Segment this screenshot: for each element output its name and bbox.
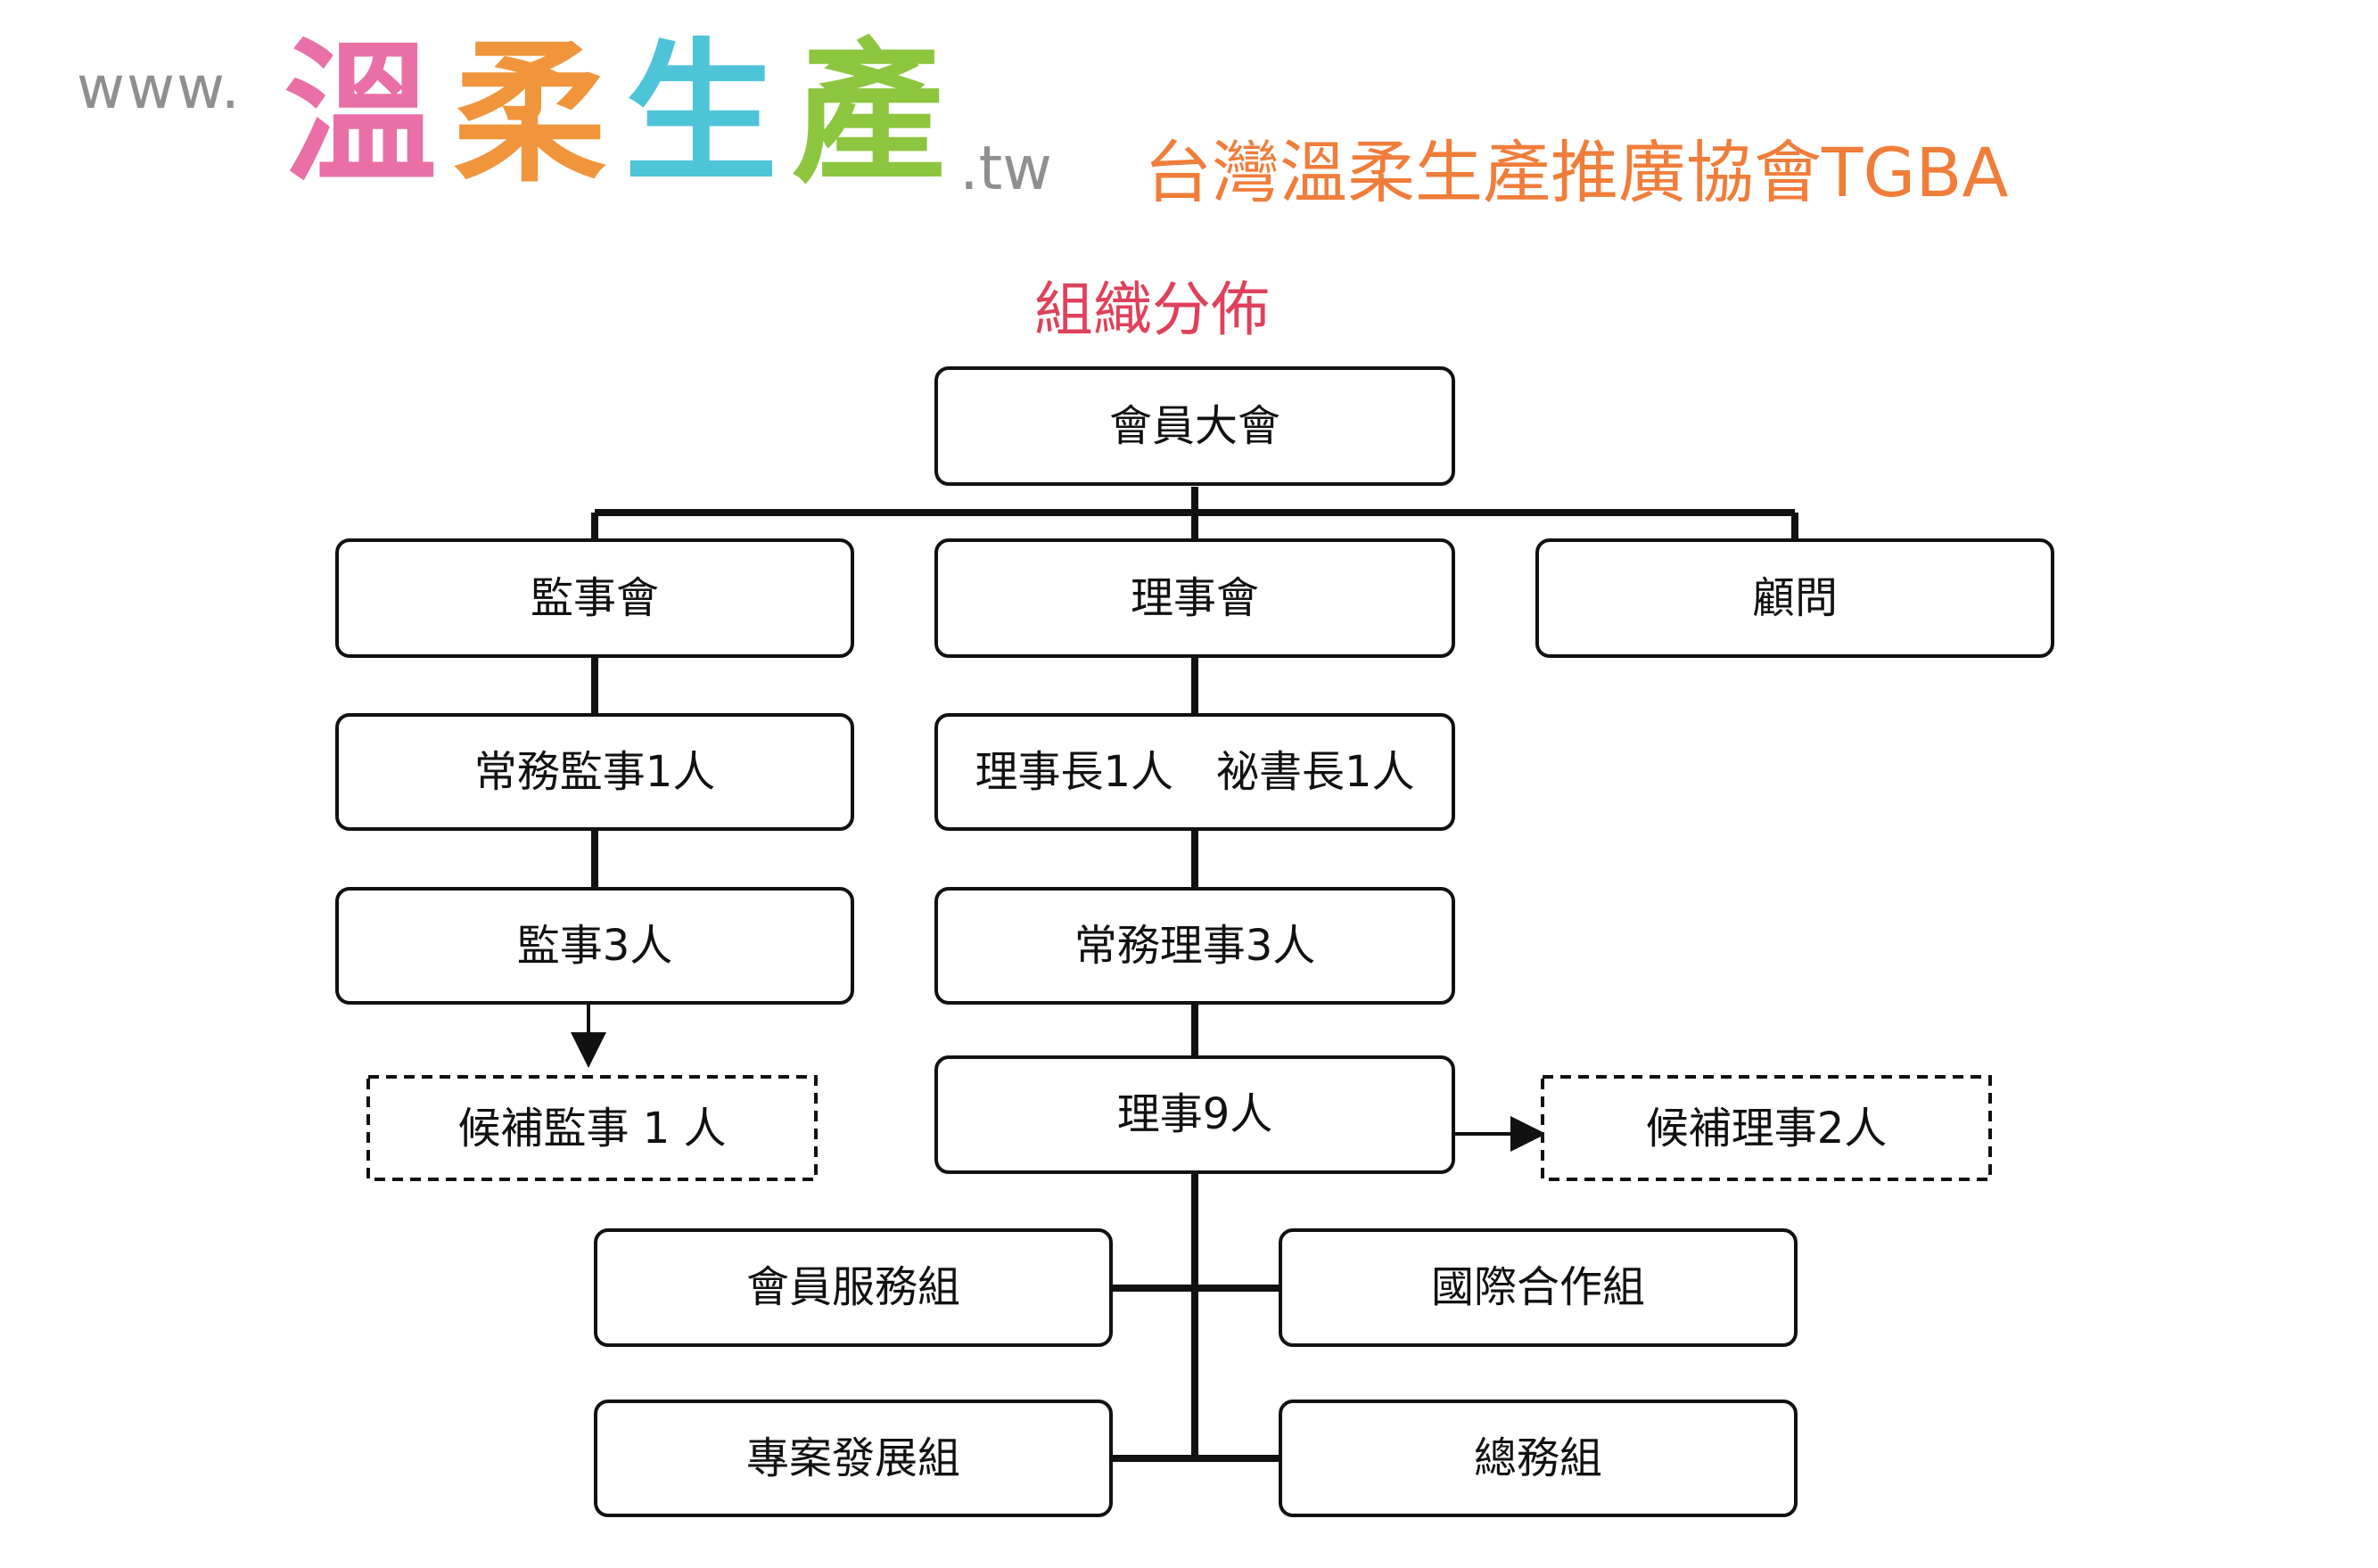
node-chair-secretary: 理事長1人 祕書長1人 [975,747,1414,797]
association-name: 台灣溫柔生產推廣協會TGBA [1144,133,2009,212]
node-advisors: 顧問 [1752,573,1838,623]
logo-char-4: 產 [792,24,945,203]
node-directors-board: 理事會 [1131,573,1259,623]
logo-char-3: 生 [624,24,778,203]
node-box-general-assembly [934,366,1455,486]
logo-tw-suffix: .tw [959,134,1052,204]
node-box-supervisors-board [335,538,854,658]
logo-char-1: 溫 [284,24,437,203]
node-alternate-directors: 候補理事2人 [1646,1104,1888,1153]
node-box-alternate-directors [1541,1075,1992,1181]
node-box-chair-secretary [934,713,1455,831]
node-box-general-affairs [1279,1400,1798,1517]
node-standing-directors: 常務理事3人 [1074,921,1316,971]
node-box-standing-supervisor [335,713,854,831]
node-project-development: 專案發展組 [746,1433,960,1483]
node-supervisors-board: 監事會 [531,573,659,623]
node-directors: 理事9人 [1117,1089,1273,1139]
node-general-affairs: 總務組 [1474,1433,1602,1483]
node-box-project-development [594,1400,1113,1517]
diagram-title: 組織分佈 [1034,275,1270,344]
node-standing-supervisor: 常務監事1人 [474,747,716,797]
node-box-international [1279,1228,1798,1347]
node-box-supervisors [335,887,854,1005]
arrow-lines [571,1003,1546,1152]
node-box-advisors [1535,538,2054,658]
node-international: 國際合作組 [1431,1262,1645,1312]
node-member-services: 會員服務組 [746,1262,960,1312]
node-box-directors-board [934,538,1455,658]
node-alternate-supervisor: 候補監事 1 人 [457,1104,726,1153]
connector-lines [591,487,1798,1462]
node-box-standing-directors [934,887,1455,1005]
node-box-directors [934,1055,1455,1174]
logo-www-prefix: www. [77,53,242,122]
node-box-member-services [594,1228,1113,1347]
node-general-assembly: 會員大會 [1109,401,1280,451]
node-box-alternate-supervisor [366,1075,818,1181]
node-supervisors: 監事3人 [517,921,673,971]
logo-char-2: 柔 [453,24,606,203]
